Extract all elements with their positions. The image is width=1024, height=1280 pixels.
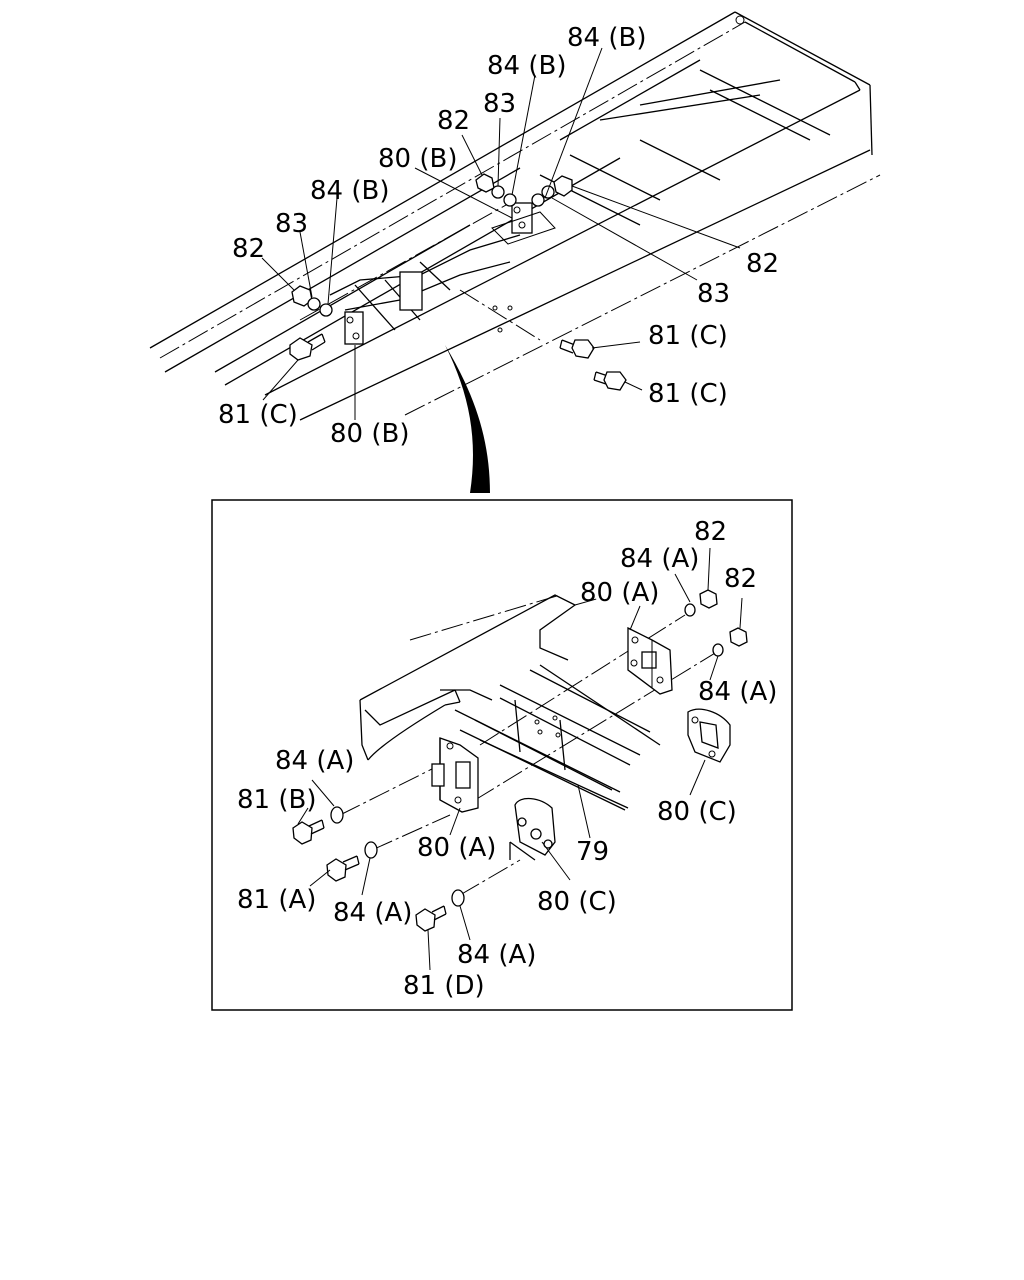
label-84a-in1: 84 (A) [620,544,699,574]
label-84b-top2: 84 (B) [487,51,566,81]
washer-84b-left [319,303,333,317]
label-80a-in2: 80 (A) [417,833,496,863]
washer-83-mid [491,185,505,199]
washer-83-left [307,297,321,311]
label-81b-in: 81 (B) [237,785,316,815]
label-83-top3: 83 [697,279,730,309]
label-80a-in1: 80 (A) [580,578,659,608]
bracket-80a-rear [627,626,673,695]
top-fasteners [289,173,627,391]
label-79-in: 79 [576,837,609,867]
label-83-top1: 83 [483,89,516,119]
bracket-80c-upper [687,708,731,763]
bolt-81c-right1 [559,339,595,359]
label-81d-in: 81 (D) [403,971,485,1001]
label-81c-top2: 81 (C) [648,379,728,409]
label-80b-top2: 80 (B) [330,419,409,449]
label-84a-in3: 84 (A) [275,746,354,776]
label-81c-top3: 81 (C) [218,400,298,430]
label-82-top1: 82 [437,106,470,136]
label-84a-in4: 84 (A) [333,898,412,928]
chassis-frame [149,11,881,421]
label-84b-top3: 84 (B) [310,176,389,206]
washer-83-right [541,185,555,199]
bracket-80a-front [431,737,479,813]
label-82-in1: 82 [694,517,727,547]
top-leaders [261,47,741,420]
label-84a-in5: 84 (A) [457,940,536,970]
nut-82-mid [475,173,495,193]
detail-pointer [445,345,490,493]
nut-82-right [553,175,573,197]
label-80c-in1: 80 (C) [657,797,737,827]
label-84b-top1: 84 (B) [567,23,646,53]
detail-inset-frame [211,499,793,1011]
bolt-81c-left [289,333,326,361]
label-84a-in2: 84 (A) [698,677,777,707]
washer-84b-right [531,193,545,207]
label-81a-in: 81 (A) [237,885,316,915]
label-82-in2: 82 [724,564,757,594]
inset-frame-rail [339,594,721,896]
label-82-top2: 82 [232,234,265,264]
label-80b-top1: 80 (B) [378,144,457,174]
bolt-81c-right2 [593,371,627,391]
label-81c-top1: 81 (C) [648,321,728,351]
label-83-top2: 83 [275,209,308,239]
label-80c-in2: 80 (C) [537,887,617,917]
inset-fasteners [292,589,748,932]
inset-leaders [297,547,743,971]
washer-84b-mid [503,193,517,207]
top-labels: 84 (B) 84 (B) 83 82 80 (B) 84 (B) 83 82 … [218,23,779,449]
label-82-top3: 82 [746,249,779,279]
inset-labels: 82 84 (A) 82 80 (A) 84 (A) 84 (A) 81 (B)… [237,517,777,1001]
